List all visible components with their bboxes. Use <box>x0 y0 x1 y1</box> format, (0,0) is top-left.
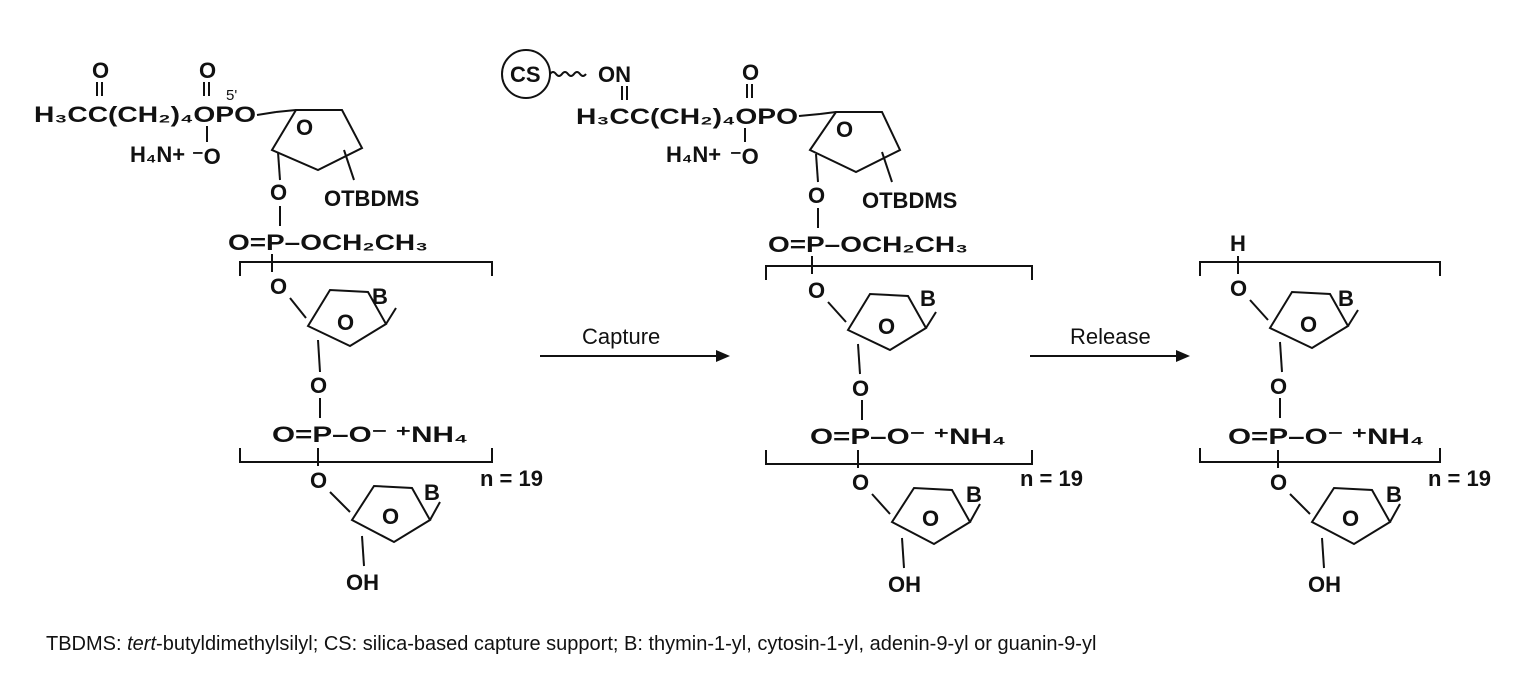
phosphoryl-oxygen: O <box>199 58 216 83</box>
phosphodiester: O=P–O⁻ ⁺NH₄ <box>272 422 468 447</box>
oxime-group: ON <box>598 62 631 87</box>
repeat-base: B <box>1338 286 1354 311</box>
capture-support-label: CS <box>510 62 541 87</box>
terminal-five-prime-oxygen: O <box>310 468 327 493</box>
three-prime-oxygen: O <box>808 183 825 208</box>
cap-group: H₃CC(CH₂)₄OPO <box>576 104 798 129</box>
repeat-ring-oxygen: O <box>337 310 354 335</box>
molecule-released: H O O B O O=P–O⁻ ⁺NH₄ n = 19 O O B OH <box>1199 231 1491 597</box>
terminal-base: B <box>966 482 982 507</box>
terminal-base: B <box>424 480 440 505</box>
repeat-five-prime-oxygen: O <box>1230 276 1247 301</box>
release-arrow: Release <box>1030 324 1190 362</box>
ammonium-counterion: H₄N+ <box>666 142 721 167</box>
ammonium-counterion: H₄N+ <box>130 142 185 167</box>
phosphodiester: O=P–O⁻ ⁺NH₄ <box>1228 424 1424 449</box>
anionic-oxygen: ⁻O <box>730 144 759 169</box>
otbdms-group: OTBDMS <box>324 186 419 211</box>
terminal-ring-oxygen: O <box>922 506 939 531</box>
capture-label: Capture <box>582 324 660 349</box>
repeat-three-prime-oxygen: O <box>852 376 869 401</box>
repeat-count: n = 19 <box>1020 466 1083 491</box>
ethyl-phosphotriester: O=P–OCH₂CH₃ <box>768 232 968 257</box>
ethyl-phosphotriester: O=P–OCH₂CH₃ <box>228 230 428 255</box>
capture-arrow: Capture <box>540 324 730 362</box>
repeat-base: B <box>372 284 388 309</box>
terminal-five-prime-oxygen: O <box>1270 470 1287 495</box>
repeat-three-prime-oxygen: O <box>310 373 327 398</box>
terminal-hydroxyl: OH <box>346 570 379 595</box>
repeat-five-prime-oxygen: O <box>270 274 287 299</box>
repeat-base: B <box>920 286 936 311</box>
terminal-ring-oxygen: O <box>1342 506 1359 531</box>
repeat-count: n = 19 <box>1428 466 1491 491</box>
ribose-ring-oxygen: O <box>296 115 313 140</box>
terminal-hydroxyl: OH <box>1308 572 1341 597</box>
repeat-ring-oxygen: O <box>878 314 895 339</box>
repeat-count: n = 19 <box>480 466 543 491</box>
terminal-hydroxyl: OH <box>888 572 921 597</box>
otbdms-group: OTBDMS <box>862 188 957 213</box>
repeat-five-prime-oxygen: O <box>808 278 825 303</box>
anionic-oxygen: ⁻O <box>192 144 221 169</box>
abbreviations-footnote: TBDMS: tert-butyldimethylsilyl; CS: sili… <box>46 633 1097 655</box>
terminal-five-prime-oxygen: O <box>852 470 869 495</box>
five-prime-label: 5' <box>226 87 237 104</box>
wavy-linker <box>549 71 587 77</box>
phosphodiester: O=P–O⁻ ⁺NH₄ <box>810 424 1006 449</box>
ribose-ring-oxygen: O <box>836 117 853 142</box>
three-prime-oxygen: O <box>270 180 287 205</box>
repeat-ring-oxygen: O <box>1300 312 1317 337</box>
phosphoryl-oxygen: O <box>742 60 759 85</box>
carbonyl-oxygen: O <box>92 58 109 83</box>
release-label: Release <box>1070 324 1151 349</box>
molecule-captured: CS ON O H₃CC(CH₂)₄OPO H₄N+ ⁻O O O OTBDMS… <box>501 49 1083 597</box>
repeat-three-prime-oxygen: O <box>1270 374 1287 399</box>
terminal-ring-oxygen: O <box>382 504 399 529</box>
five-prime-hydrogen: H <box>1230 231 1246 256</box>
cap-group: H₃CC(CH₂)₄OPO <box>34 102 256 127</box>
molecule-starting-material: O O H₃CC(CH₂)₄OPO 5' H₄N+ ⁻O O O OTBDMS … <box>34 58 543 595</box>
terminal-base: B <box>1386 482 1402 507</box>
